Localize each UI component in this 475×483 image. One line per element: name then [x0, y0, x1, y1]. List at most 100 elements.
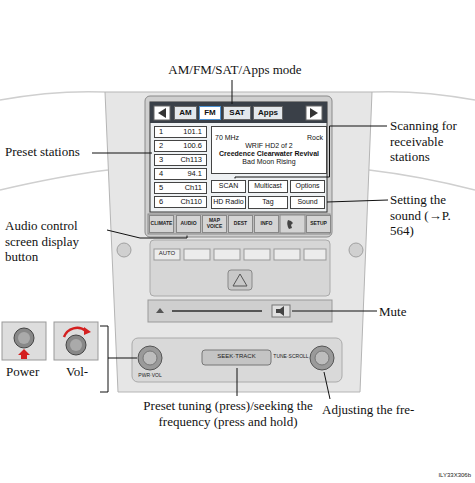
screen-button: HD Radio [211, 196, 246, 209]
button-label: 1 [159, 128, 163, 137]
disc-slot [172, 310, 262, 312]
station-info-text: Creedence Clearwater Revival [215, 150, 323, 158]
button-label: DEST [234, 221, 247, 227]
power-volume-knob [138, 346, 162, 370]
callout-label: Audio control screen display button [5, 218, 107, 265]
mode-tab: FM [199, 106, 221, 120]
climate-panel [228, 270, 252, 290]
button-label: 5 [159, 184, 163, 193]
button-label: AUDIO [180, 221, 196, 227]
page-arrows [310, 108, 318, 118]
climate-panel [274, 249, 300, 260]
dashboard-lines [0, 170, 108, 190]
screen-button: Multicast [248, 180, 288, 193]
page-arrows [306, 106, 322, 120]
climate-panel [244, 249, 270, 260]
button-label: Tag [262, 198, 273, 206]
button-label: Ch113 [180, 156, 202, 165]
button-label: 4 [159, 170, 163, 179]
preset-button: 494.1 [154, 168, 207, 180]
disc-slot [272, 305, 290, 317]
hard-button: CLIMATE [149, 215, 174, 233]
preset-button: 1101.1 [154, 126, 207, 138]
button-label: Options [295, 182, 319, 190]
panel-marking: PWR·VOL [128, 372, 172, 378]
center-console [105, 92, 372, 392]
hard-button: SETUP [306, 215, 331, 233]
callout-label: Vol- [66, 364, 102, 380]
station-info-text: 70 MHz [215, 134, 269, 142]
station-info-text: WRIF HD2 of 2 [215, 142, 323, 150]
callout-label: Adjusting the fre- [322, 402, 472, 418]
mode-tab: SAT [223, 106, 251, 120]
button-label: Ch11 [185, 184, 202, 193]
phone-button [287, 220, 293, 229]
dashboard-lines [0, 92, 105, 100]
hard-button: AUDIO [176, 215, 201, 233]
climate-panel [150, 240, 330, 296]
screen-button: SCAN [211, 180, 246, 193]
phone-button [280, 215, 305, 233]
leader-lines [292, 311, 377, 312]
screen-bezel [145, 96, 332, 237]
button-label: SCAN [219, 182, 238, 190]
phone-button [280, 215, 305, 233]
leader-lines [232, 80, 233, 104]
button-label: Apps [258, 108, 278, 117]
station-info-text: Rock [269, 134, 323, 142]
leader-lines [327, 200, 388, 202]
leader-lines [324, 372, 330, 399]
button-label: SETUP [310, 221, 327, 227]
leader-lines [92, 80, 388, 399]
climate-panel [154, 249, 180, 260]
preset-button: 6Ch110 [154, 196, 207, 208]
volume-inset [64, 328, 86, 337]
hard-button: INFO [254, 215, 279, 233]
page-arrows [158, 108, 166, 118]
volume-inset [54, 322, 98, 360]
side-buttons [117, 243, 131, 257]
panel-marking: AUTO [154, 250, 180, 257]
side-buttons [349, 243, 363, 257]
button-label: 3 [159, 156, 163, 165]
panel-marking: SEEK·TRACK [202, 353, 271, 360]
callout-label: Power [6, 364, 50, 380]
figure-code: ILY33X306b [415, 472, 471, 479]
page-arrows [154, 106, 322, 120]
screen-button: Options [290, 180, 325, 193]
volume-inset [84, 327, 91, 335]
power-inset [18, 332, 30, 344]
disc-slot [156, 308, 164, 313]
leader-lines [108, 358, 137, 359]
power-inset [18, 349, 30, 359]
button-label: FM [204, 108, 216, 117]
button-label: INFO [261, 221, 273, 227]
preset-button: 5 Ch11 [154, 182, 207, 194]
callout-label: AM/FM/SAT/Apps mode [150, 62, 320, 78]
button-label: CLIMATE [151, 221, 173, 227]
page-arrows [154, 106, 170, 120]
callout-label: Setting the sound (→P. 564) [390, 192, 472, 239]
mode-tab: AM [174, 106, 197, 120]
climate-panel [233, 274, 247, 286]
leader-lines [92, 153, 152, 154]
display-screen [150, 102, 327, 212]
climate-panel [304, 249, 326, 260]
climate-panel [184, 249, 210, 260]
power-volume-knob [138, 346, 162, 370]
button-label: 2 [159, 142, 163, 151]
leader-lines [237, 368, 238, 396]
button-label: MAP VOICE [204, 218, 225, 230]
hard-button: MAP VOICE [202, 215, 227, 233]
mode-tab: Apps [253, 106, 283, 120]
button-label: Sound [297, 198, 317, 206]
callout-label: Preset tuning (press)/seeking the freque… [143, 398, 313, 429]
hard-button-row [148, 214, 330, 234]
preset-button: 3 Ch113 [154, 154, 207, 166]
button-label: Ch110 [180, 198, 202, 207]
button-label: HD Radio [213, 198, 243, 206]
tune-knob [310, 346, 334, 370]
climate-panel [150, 240, 330, 296]
callout-label: Mute [379, 304, 439, 320]
